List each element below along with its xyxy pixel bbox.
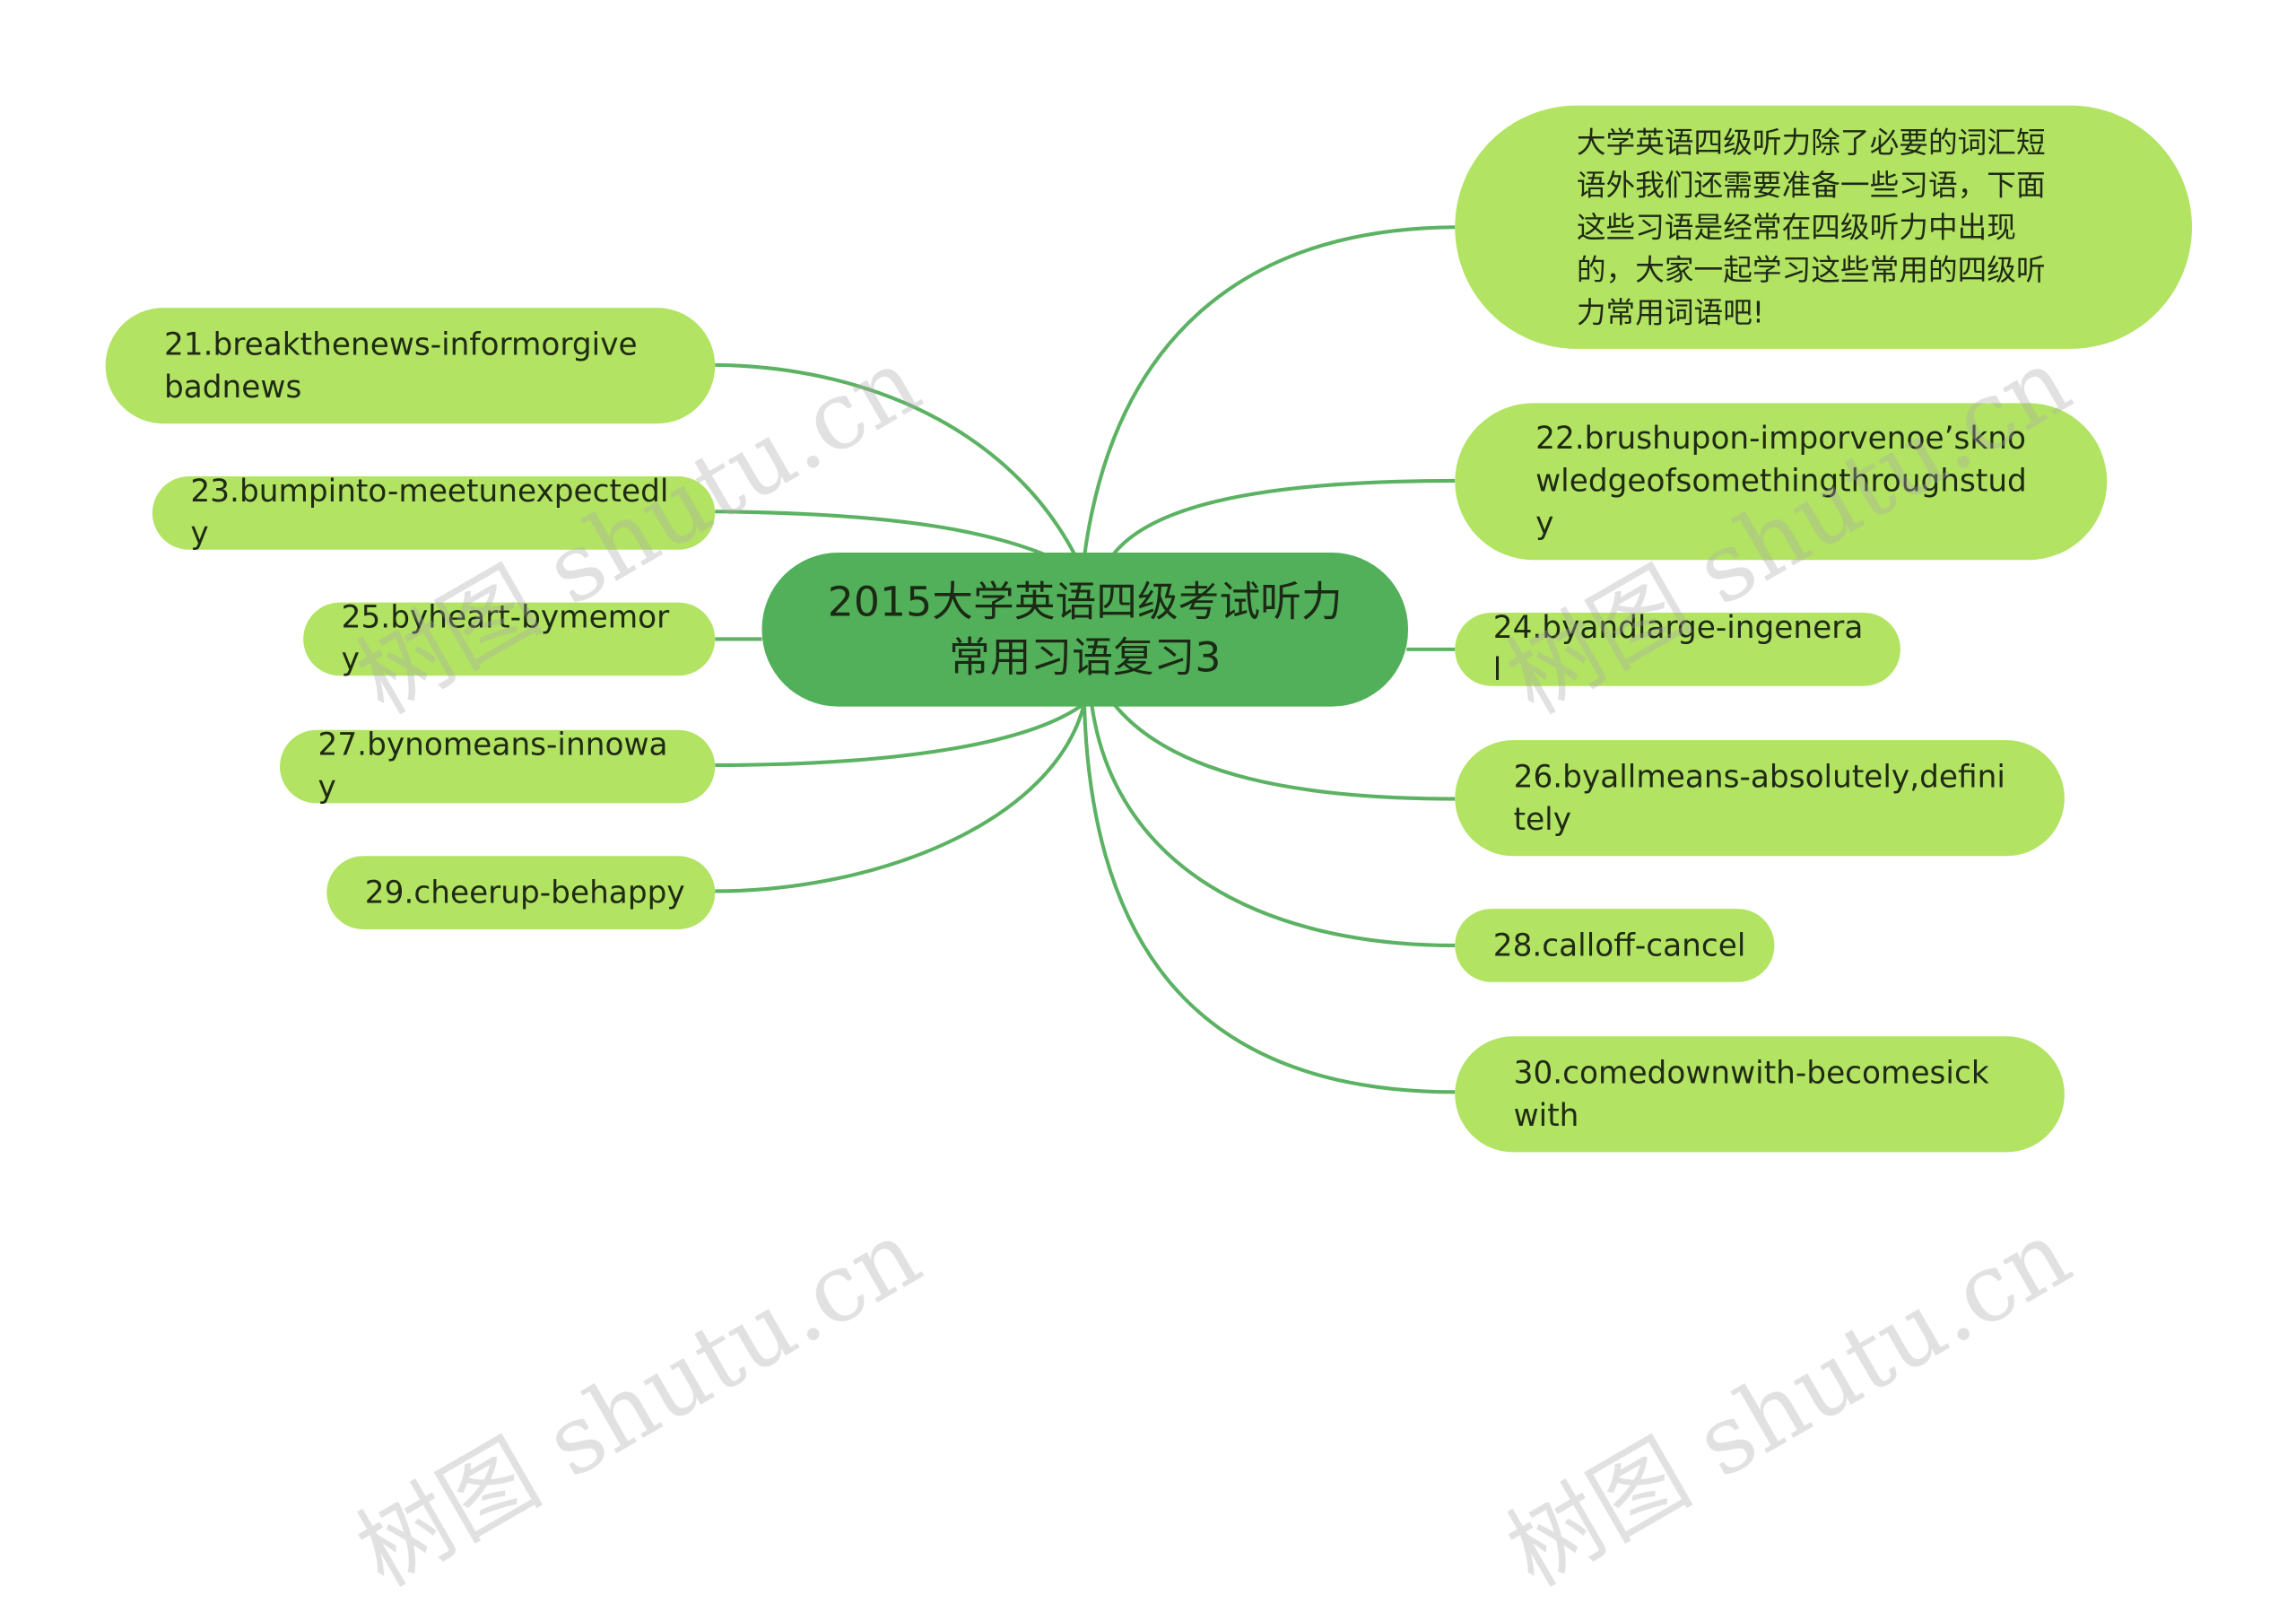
right-item-24-label: 24.byandlarge-ingeneral	[1492, 609, 1864, 688]
edge-to-right-item-26	[1112, 702, 1456, 801]
edge-to-left-item-21	[715, 362, 1086, 576]
mind-map-canvas: 2015大学英语四级考试听力常用习语复习3 大学英语四级听力除了必要的词汇短语外…	[105, 105, 2193, 1608]
right-item-26-label: 26.byallmeans-absolutely,definitely	[1513, 758, 2005, 837]
intro-topic-label: 大学英语四级听力除了必要的词汇短语外我们还需要准备一些习语，下面这些习语是经常在…	[1576, 124, 2046, 329]
left-item-29-label: 29.cheerup-behappy	[364, 874, 685, 910]
edge-to-right-item-28	[1090, 703, 1456, 947]
right-item-26[interactable]: 26.byallmeans-absolutely,definitely	[1455, 740, 2065, 857]
edge-to-left-item-27	[715, 701, 1086, 767]
left-item-23-label: 23.bumpinto-meetunexpectedly	[190, 473, 669, 552]
right-item-22-label: 22.brushupon-imporvenoe’sknowledgeofsome…	[1535, 420, 2027, 541]
right-item-22[interactable]: 22.brushupon-imporvenoe’sknowledgeofsome…	[1455, 403, 2108, 561]
left-item-23[interactable]: 23.bumpinto-meetunexpectedly	[152, 474, 716, 551]
edge-to-right-item-30	[1082, 703, 1456, 1094]
root-topic-label: 2015大学英语四级考试听力常用习语复习3	[827, 576, 1343, 681]
left-item-25-label: 25.byheart-bymemory	[341, 599, 670, 677]
left-item-25[interactable]: 25.byheart-bymemory	[303, 599, 716, 677]
left-item-21[interactable]: 21.breakthenews-informorgivebadnews	[105, 308, 716, 424]
right-item-30[interactable]: 30.comedownwith-becomesickwith	[1455, 1036, 2065, 1153]
right-item-24[interactable]: 24.byandlarge-ingeneral	[1455, 610, 1900, 687]
edge-to-intro	[1082, 225, 1456, 558]
left-item-27[interactable]: 27.bynomeans-innoway	[280, 727, 716, 805]
right-item-30-label: 30.comedownwith-becomesickwith	[1513, 1054, 1989, 1133]
right-item-28-label: 28.calloff-cancel	[1492, 927, 1746, 963]
edge-to-right-item-22	[1112, 478, 1456, 555]
edge-to-left-item-29	[715, 702, 1086, 893]
right-item-28[interactable]: 28.calloff-cancel	[1455, 909, 1775, 982]
intro-topic[interactable]: 大学英语四级听力除了必要的词汇短语外我们还需要准备一些习语，下面这些习语是经常在…	[1455, 105, 2193, 349]
root-topic[interactable]: 2015大学英语四级考试听力常用习语复习3	[761, 553, 1408, 707]
left-item-27-label: 27.bynomeans-innoway	[317, 727, 668, 806]
left-item-29[interactable]: 29.cheerup-behappy	[326, 856, 716, 929]
left-item-21-label: 21.breakthenews-informorgivebadnews	[163, 326, 638, 405]
